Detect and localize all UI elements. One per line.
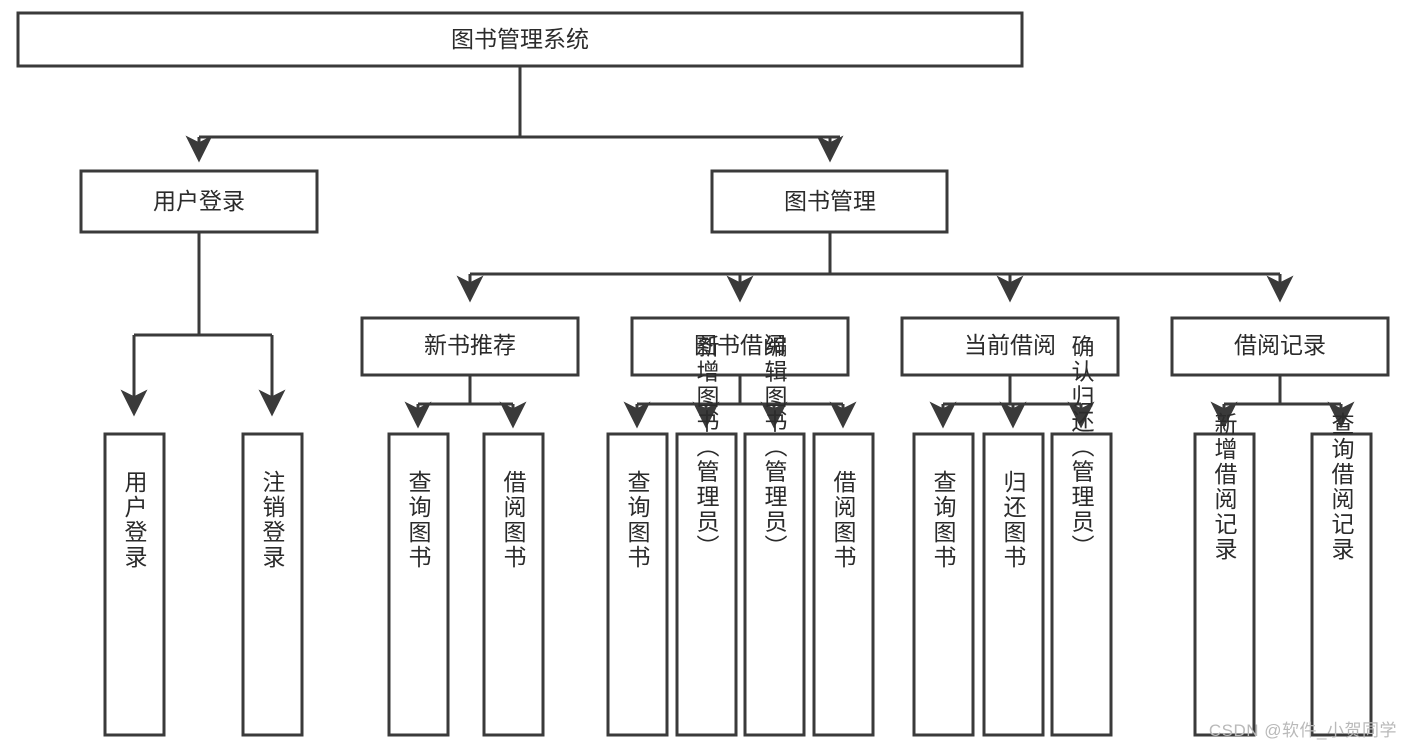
leaf-book-borrow-2[interactable]: 编辑图书（管理员） [743,335,806,737]
leaf-book-borrow-1-label: 新增图书（管理员） [693,335,720,560]
leaf-current-borrow-1[interactable]: 归还图书 [982,432,1045,737]
connectors-userlogin-to-leaves [120,232,286,417]
leaf-borrow-record-0-label: 新增借阅记录 [1211,412,1238,562]
node-new-book-recommend-label: 新书推荐 [424,332,516,358]
node-current-borrow[interactable]: 当前借阅 [900,316,1120,377]
node-user-login-label: 用户登录 [153,188,245,214]
leaf-book-borrow-2-label: 编辑图书（管理员） [761,335,788,560]
leaf-new-book-recommend-1[interactable]: 借阅图书 [482,432,545,737]
leaf-book-borrow-0-label: 查询图书 [624,470,651,570]
connectors-borrowrecord-to-leaves [1210,375,1355,429]
node-current-borrow-label: 当前借阅 [964,332,1056,358]
leaf-user-login-1[interactable]: 注销登录 [241,432,304,737]
leaf-current-borrow-0-label: 查询图书 [930,470,957,570]
leaf-current-borrow-0[interactable]: 查询图书 [912,432,975,737]
leaf-new-book-recommend-0-label: 查询图书 [405,470,432,570]
leaf-user-login-1-label: 注销登录 [259,470,286,570]
node-book-management-label: 图书管理 [784,188,876,214]
leaf-new-book-recommend-1-label: 借阅图书 [500,470,527,570]
node-book-borrow-label: 图书借阅 [694,332,786,358]
node-book-borrow[interactable]: 图书借阅 [630,316,850,377]
node-user-login[interactable]: 用户登录 [79,169,319,234]
leaf-book-borrow-3[interactable]: 借阅图书 [812,432,875,737]
leaf-current-borrow-2[interactable]: 确认归还（管理员） [1050,335,1113,737]
node-book-management[interactable]: 图书管理 [710,169,949,234]
connectors-newbook-to-leaves [404,375,527,429]
leaf-new-book-recommend-0[interactable]: 查询图书 [387,432,450,737]
leaf-user-login-0[interactable]: 用户登录 [103,432,166,737]
leaf-borrow-record-1[interactable]: 查询借阅记录 [1310,412,1373,737]
leaf-user-login-0-label: 用户登录 [121,470,148,570]
leaf-borrow-record-1-label: 查询借阅记录 [1328,412,1355,562]
connectors-currentborrow-to-leaves [929,375,1095,429]
leaf-current-borrow-2-label: 确认归还（管理员） [1068,335,1095,560]
node-new-book-recommend[interactable]: 新书推荐 [360,316,580,377]
connectors-root-to-level2 [185,66,844,163]
leaf-book-borrow-0[interactable]: 查询图书 [606,432,669,737]
node-borrow-record-label: 借阅记录 [1234,332,1326,358]
connectors-bookborrow-to-leaves [623,375,857,429]
connectors-bookmgmt-to-level3 [456,232,1294,303]
leaf-book-borrow-3-label: 借阅图书 [830,470,857,570]
leaf-borrow-record-0[interactable]: 新增借阅记录 [1193,412,1256,737]
leaf-current-borrow-1-label: 归还图书 [1000,470,1027,570]
node-borrow-record[interactable]: 借阅记录 [1170,316,1390,377]
csdn-watermark: CSDN @软件_小贺同学 [1208,721,1397,740]
node-root-label: 图书管理系统 [451,26,589,52]
leaf-book-borrow-1[interactable]: 新增图书（管理员） [675,335,738,737]
node-root[interactable]: 图书管理系统 [16,11,1024,68]
